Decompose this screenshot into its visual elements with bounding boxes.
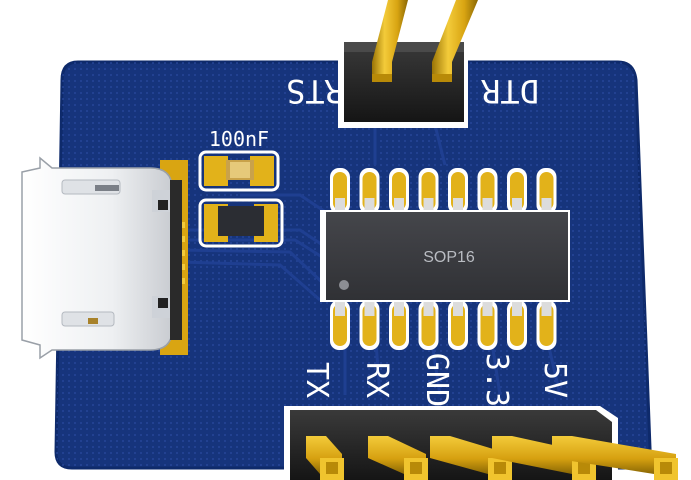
chip-pin (359, 300, 380, 350)
chip-pin (330, 168, 350, 214)
pin-label-3v3: 3.3 (479, 353, 514, 407)
capacitor-label: 100nF (209, 127, 269, 151)
chip-pin (418, 300, 439, 350)
chip-pin (536, 300, 557, 350)
chip-pin (389, 300, 409, 350)
pin-label-5v: 5V (537, 362, 572, 398)
chip-pin (507, 168, 527, 214)
chip-pin (477, 168, 498, 214)
header-pin (368, 436, 428, 480)
chip-pin (418, 168, 439, 214)
capacitor-100nf: 100nF (198, 127, 280, 192)
rts-label: RTS (286, 72, 344, 110)
chip-pin (477, 300, 498, 350)
micro-usb-connector-icon (21, 156, 188, 360)
header-pin (430, 436, 512, 480)
pin-label-gnd: GND (419, 353, 454, 407)
smd-component (198, 198, 284, 248)
chip-label: SOP16 (423, 249, 475, 266)
dtr-label: DTR (480, 72, 539, 110)
chip-pins-top (330, 168, 557, 214)
pin-label-rx: RX (359, 362, 394, 398)
chip-pin (448, 300, 468, 350)
pin1-marker (339, 280, 349, 290)
pin-header-bottom (284, 406, 678, 480)
chip-pin (448, 168, 468, 214)
header-pin (552, 436, 678, 480)
sop16-chip: SOP16 (320, 168, 570, 350)
bottom-header-labels: TX RX GND 3.3 5V (299, 353, 572, 407)
pin-header-top: RTS DTR (286, 0, 539, 128)
chip-pin (389, 168, 409, 214)
chip-pin (359, 168, 380, 214)
header-pin (306, 436, 344, 480)
chip-pin (536, 168, 557, 214)
chip-pins-bottom (330, 300, 557, 350)
chip-pin (507, 300, 527, 350)
pin-label-tx: TX (299, 362, 334, 398)
chip-pin (330, 300, 350, 350)
